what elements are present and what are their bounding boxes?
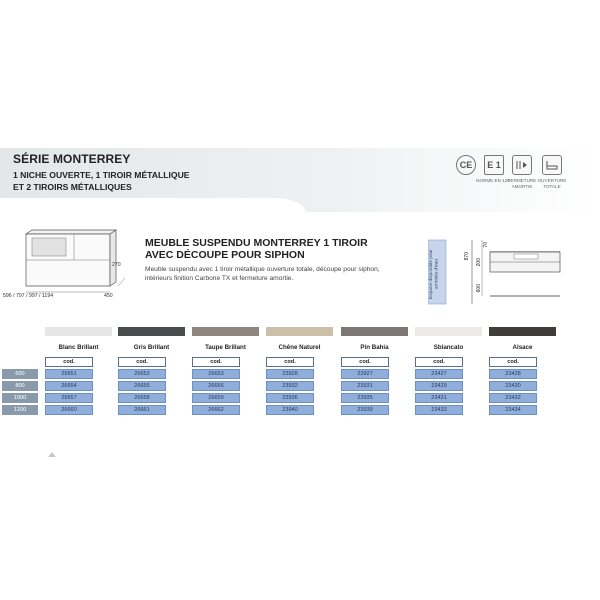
soft-close-icon <box>512 155 532 175</box>
code-cell: 26655 <box>118 381 166 391</box>
depth-dimension: 450 <box>104 293 113 299</box>
column-name: Gris Brillant <box>133 344 170 351</box>
code-cell: 23433 <box>415 405 463 415</box>
column-name: Sbiancato <box>433 344 464 351</box>
height-dimension: 270 <box>112 262 121 268</box>
code-cell: 26661 <box>118 405 166 415</box>
code-header: cod. <box>118 357 166 367</box>
full-extension-caption: OUVERTURE TOTALE <box>537 178 567 189</box>
product-title-line-1: MEUBLE SUSPENDU MONTERREY 1 TIROIR <box>145 237 368 249</box>
code-cell: 26660 <box>45 405 93 415</box>
width-dimensions: 596 / 797 / 997 / 1194 <box>3 293 54 299</box>
code-cell: 26658 <box>118 393 166 403</box>
ce-symbol: CE <box>459 160 473 170</box>
swatch-alsace <box>489 327 556 336</box>
e1-symbol: E 1 <box>487 160 501 170</box>
marker-icon <box>48 452 56 457</box>
code-cell: 26659 <box>192 393 240 403</box>
subtitle-line-2: ET 2 TIROIRS MÉTALLIQUES <box>13 182 132 192</box>
column-name: Alsace <box>512 344 533 351</box>
technical-drawing: Espace disponible pour arrivées d'eau 87… <box>428 238 563 308</box>
code-cell: 26653 <box>192 369 240 379</box>
soft-close-caption: FERMETURE AMORTIE <box>507 178 537 189</box>
series-title: SÉRIE MONTERREY <box>13 152 131 166</box>
code-cell: 23928 <box>266 369 314 379</box>
code-header: cod. <box>341 357 389 367</box>
column-name: Taupe Brillant <box>205 344 246 351</box>
code-cell: 23936 <box>266 393 314 403</box>
e1-caption: NORME EN 120 <box>476 178 510 183</box>
product-description: Meuble suspendu avec 1 tiroir métallique… <box>145 266 380 282</box>
code-cell: 23429 <box>415 381 463 391</box>
code-cell: 23935 <box>341 393 389 403</box>
ce-mark-icon: CE <box>456 155 476 175</box>
code-cell: 23931 <box>341 381 389 391</box>
code-header: cod. <box>489 357 537 367</box>
column-name: Pin Bahia <box>360 344 389 351</box>
code-header: cod. <box>415 357 463 367</box>
swatch-taupe-brillant <box>192 327 259 336</box>
code-cell: 26662 <box>192 405 240 415</box>
code-cell: 26654 <box>45 381 93 391</box>
code-header: cod. <box>45 357 93 367</box>
size-label: 600 <box>2 369 38 379</box>
dim-600: 600 <box>476 284 482 293</box>
size-label: 1200 <box>2 405 38 415</box>
dim-70: 70 <box>483 242 489 248</box>
code-cell: 26656 <box>192 381 240 391</box>
e1-label-icon: E 1 <box>484 155 504 175</box>
code-header: cod. <box>192 357 240 367</box>
water-supply-label: Espace disponible pour arrivées d'eau <box>429 249 440 299</box>
swatch-gris-brillant <box>118 327 185 336</box>
full-extension-icon <box>542 155 562 175</box>
code-cell: 23434 <box>489 405 537 415</box>
subtitle-line-1: 1 NICHE OUVERTE, 1 TIROIR MÉTALLIQUE <box>13 170 190 180</box>
column-name: Chêne Naturel <box>278 344 321 351</box>
size-label: 800 <box>2 381 38 391</box>
code-cell: 23427 <box>415 369 463 379</box>
cabinet-drawing <box>24 229 126 293</box>
product-title-line-2: AVEC DÉCOUPE POUR SIPHON <box>145 249 305 261</box>
dim-200: 200 <box>476 258 482 267</box>
code-cell: 26651 <box>45 369 93 379</box>
swatch-pin-bahia <box>341 327 408 336</box>
size-label: 1000 <box>2 393 38 403</box>
code-cell: 23927 <box>341 369 389 379</box>
swatch-sbiancato <box>415 327 482 336</box>
code-cell: 23430 <box>489 381 537 391</box>
code-cell: 23428 <box>489 369 537 379</box>
code-cell: 23939 <box>341 405 389 415</box>
code-header: cod. <box>266 357 314 367</box>
header-curve <box>0 198 306 218</box>
column-name: Blanc Brillant <box>58 344 99 351</box>
code-cell: 23940 <box>266 405 314 415</box>
code-cell: 26652 <box>118 369 166 379</box>
swatch-blanc-brillant <box>45 327 112 336</box>
code-cell: 23431 <box>415 393 463 403</box>
swatch-chene-naturel <box>266 327 333 336</box>
code-cell: 23432 <box>489 393 537 403</box>
dim-870: 870 <box>464 252 470 261</box>
code-cell: 23932 <box>266 381 314 391</box>
code-cell: 26657 <box>45 393 93 403</box>
product-title: MEUBLE SUSPENDU MONTERREY 1 TIROIR AVEC … <box>145 237 368 261</box>
